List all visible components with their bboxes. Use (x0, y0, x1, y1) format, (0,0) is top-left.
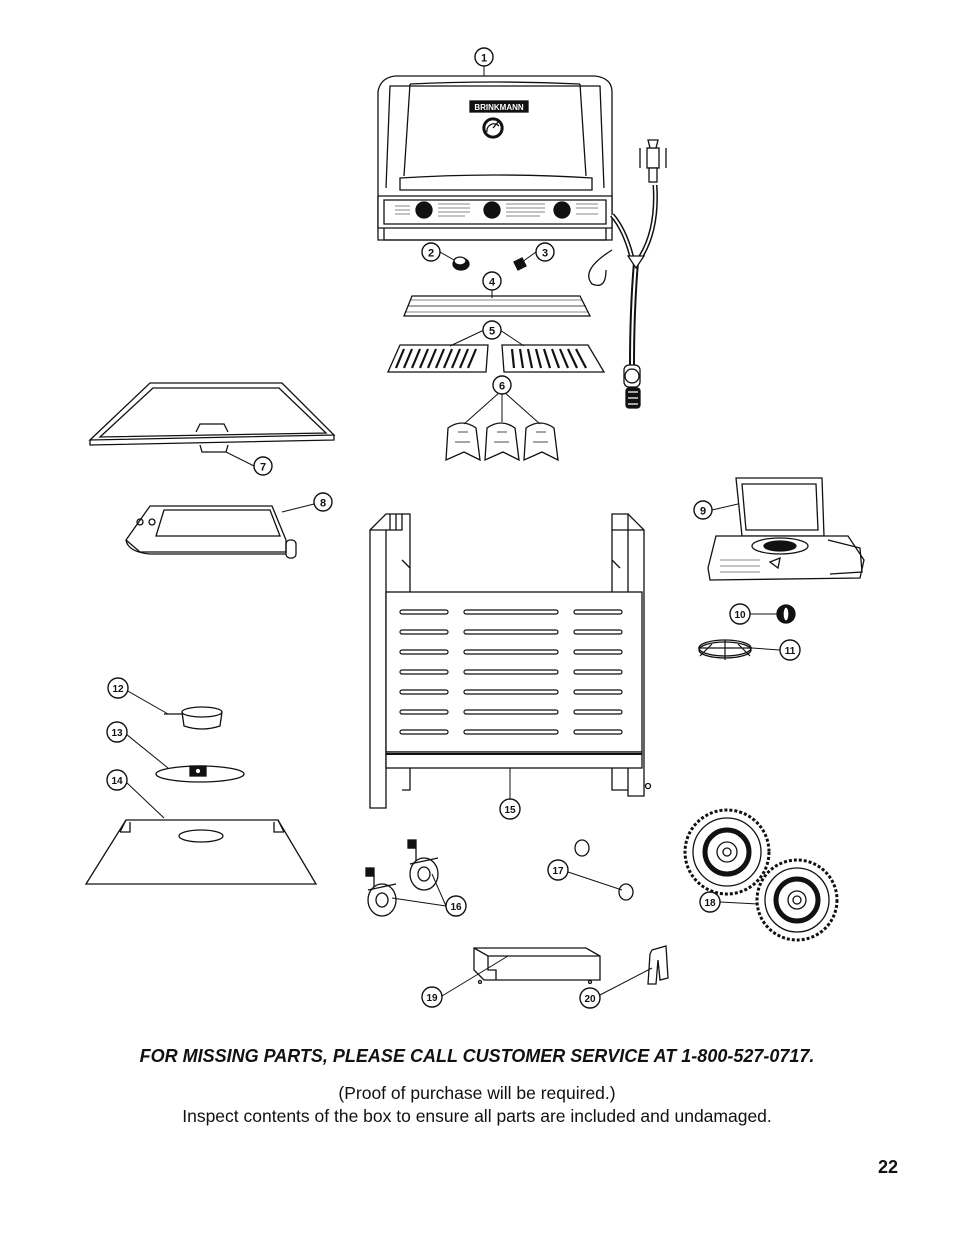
side-burner-housing-drawing (125, 505, 297, 559)
svg-text:17: 17 (552, 866, 564, 877)
svg-text:16: 16 (450, 902, 462, 913)
heat-shield-bracket-drawing (473, 947, 601, 985)
side-burner-knob-drawing (776, 604, 796, 624)
callout-12: 12 (107, 677, 129, 699)
callout-5: 5 (482, 320, 502, 340)
svg-text:3: 3 (542, 248, 548, 260)
wheels-drawing (683, 808, 839, 942)
cart-frame-drawing (369, 513, 652, 809)
callout-8: 8 (313, 492, 333, 512)
svg-text:18: 18 (704, 898, 716, 909)
svg-text:7: 7 (260, 462, 266, 474)
svg-text:4: 4 (489, 277, 496, 289)
grill-head-drawing: BRINKMANN (377, 75, 613, 241)
callout-14: 14 (106, 769, 128, 791)
callout-20: 20 (579, 987, 601, 1009)
callout-18: 18 (699, 891, 721, 913)
callout-13: 13 (106, 721, 128, 743)
callout-4: 4 (482, 271, 502, 291)
svg-text:10: 10 (734, 610, 746, 621)
gas-hose-drawing (588, 139, 667, 409)
side-shelf-drawing (88, 382, 336, 453)
svg-text:2: 2 (428, 248, 434, 260)
svg-text:19: 19 (426, 993, 438, 1004)
callout-10: 10 (729, 603, 751, 625)
svg-text:14: 14 (111, 776, 123, 787)
page-number: 22 (877, 1157, 898, 1177)
brand-label: BRINKMANN (474, 103, 524, 112)
svg-text:9: 9 (700, 506, 706, 518)
burner-grate-drawing (698, 639, 752, 660)
tank-clip-drawing (647, 945, 669, 985)
inspect-contents-note: Inspect contents of the box to ensure al… (182, 1106, 772, 1126)
cooking-grates-drawing (386, 344, 606, 373)
parts-diagram: BRINKMANN (84, 47, 865, 1009)
callout-1: 1 (474, 47, 494, 67)
missing-parts-notice: FOR MISSING PARTS, PLEASE CALL CUSTOMER … (139, 1046, 815, 1066)
grease-cup-drawing (164, 706, 223, 730)
svg-text:12: 12 (112, 684, 124, 695)
leg-caps-drawing (574, 839, 634, 901)
callout-2: 2 (421, 242, 441, 262)
control-knob-drawing (452, 256, 527, 271)
svg-text:6: 6 (499, 381, 505, 393)
warming-rack-drawing (403, 295, 592, 317)
svg-text:5: 5 (489, 326, 495, 338)
bottom-shelf-drawing (84, 819, 318, 885)
callout-3: 3 (535, 242, 555, 262)
cup-holder-drawing (155, 765, 245, 783)
svg-text:15: 15 (504, 805, 516, 816)
svg-text:20: 20 (584, 994, 596, 1005)
svg-text:1: 1 (481, 53, 487, 65)
svg-text:8: 8 (320, 498, 326, 510)
callout-6: 6 (492, 375, 512, 395)
callout-17: 17 (547, 859, 569, 881)
callout-16: 16 (445, 895, 467, 917)
side-burner-drawing (707, 477, 865, 581)
callout-markers: 1 2 3 4 5 6 7 8 9 10 11 12 13 14 15 16 1… (106, 47, 801, 1009)
callout-7: 7 (253, 456, 273, 476)
svg-text:13: 13 (111, 728, 123, 739)
callout-15: 15 (499, 798, 521, 820)
callout-11: 11 (779, 639, 801, 661)
casters-drawing (365, 839, 439, 917)
callout-19: 19 (421, 986, 443, 1008)
heat-tents-drawing (445, 422, 559, 462)
callout-9: 9 (693, 500, 713, 520)
svg-text:11: 11 (785, 646, 796, 657)
proof-of-purchase-note: (Proof of purchase will be required.) (338, 1083, 616, 1103)
leader-lines (125, 66, 781, 997)
